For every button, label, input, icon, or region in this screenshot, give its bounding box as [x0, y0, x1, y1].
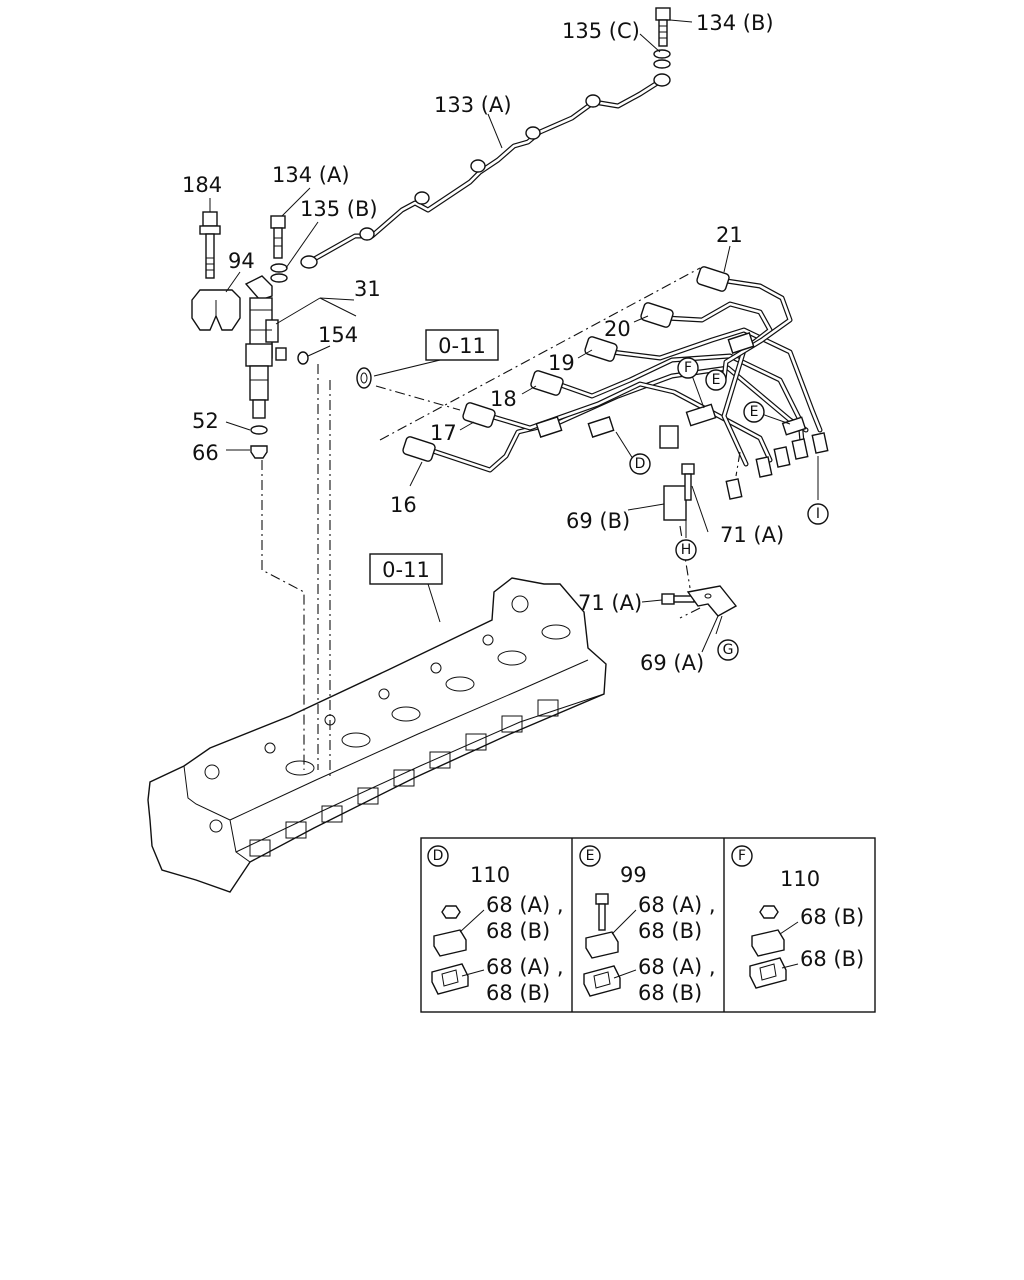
return-pipe-133a[interactable]: [300, 73, 671, 269]
detail-marker-f[interactable]: F: [677, 357, 699, 379]
bolt-71a-upper[interactable]: [681, 463, 695, 501]
svg-text:68 (B): 68 (B): [638, 981, 702, 1005]
bolt-99[interactable]: [595, 893, 609, 931]
pipe-nut-21[interactable]: [696, 266, 730, 292]
svg-text:110: 110: [470, 863, 510, 887]
label-134a: 134 (A): [272, 163, 350, 187]
label-20: 20: [604, 317, 631, 341]
injection-pipes[interactable]: [402, 266, 829, 521]
svg-text:68 (A) ,: 68 (A) ,: [486, 893, 564, 917]
label-154: 154: [318, 323, 358, 347]
bolt-134a[interactable]: [270, 215, 286, 259]
detail-marker-i[interactable]: I: [807, 503, 829, 525]
detail-marker-e-right[interactable]: E: [743, 401, 765, 423]
label-52: 52: [192, 409, 219, 433]
svg-text:68 (B): 68 (B): [800, 947, 864, 971]
pipe-nut-16[interactable]: [402, 436, 436, 462]
svg-text:68 (B): 68 (B): [638, 919, 702, 943]
svg-text:99: 99: [620, 863, 647, 887]
washer-135b[interactable]: [270, 263, 288, 283]
label-134b: 134 (B): [696, 11, 774, 35]
svg-text:68 (A) ,: 68 (A) ,: [486, 955, 564, 979]
svg-text:E: E: [586, 848, 595, 864]
label-135c: 135 (C): [562, 19, 640, 43]
washer-135c[interactable]: [653, 49, 671, 69]
label-94: 94: [228, 249, 255, 273]
ref-box-top[interactable]: 0-11: [425, 329, 499, 361]
bolt-184[interactable]: [199, 211, 221, 279]
seal-66[interactable]: [250, 445, 268, 459]
cylinder-head: [147, 577, 607, 893]
label-21: 21: [716, 223, 743, 247]
pipe-nut-17[interactable]: [462, 402, 496, 428]
svg-text:68 (A) ,: 68 (A) ,: [638, 893, 716, 917]
svg-text:110: 110: [780, 867, 820, 891]
ref-box-head[interactable]: 0-11: [369, 553, 443, 585]
label-71a-upper: 71 (A): [720, 523, 784, 547]
pipe-nut-19[interactable]: [584, 336, 618, 362]
label-69b: 69 (B): [566, 509, 630, 533]
detail-panels: D 110 68 (A) , 68 (B) 68 (A) , 68 (B) E …: [420, 837, 876, 1013]
clip-68-upper[interactable]: [433, 929, 467, 957]
o-ring-154[interactable]: [297, 351, 309, 365]
svg-text:68 (B): 68 (B): [800, 905, 864, 929]
svg-text:D: D: [635, 456, 646, 472]
bolt-134b[interactable]: [655, 7, 671, 47]
svg-text:G: G: [723, 642, 734, 658]
svg-text:E: E: [712, 372, 721, 388]
detail-marker-g[interactable]: G: [717, 639, 739, 661]
svg-text:I: I: [816, 506, 820, 522]
label-69a: 69 (A): [640, 651, 704, 675]
pipe-nut-18[interactable]: [530, 370, 564, 396]
detail-marker-e-top[interactable]: E: [705, 369, 727, 391]
svg-text:F: F: [684, 360, 692, 376]
bolt-71a-lower[interactable]: [661, 593, 695, 605]
clip-68b-lower[interactable]: [749, 957, 787, 989]
svg-text:F: F: [738, 848, 746, 864]
ref-box-head-label: 0-11: [382, 558, 430, 582]
detail-panel-d: D 110 68 (A) , 68 (B) 68 (A) , 68 (B): [427, 845, 564, 1005]
washer-52[interactable]: [250, 425, 268, 435]
label-133a: 133 (A): [434, 93, 512, 117]
svg-text:H: H: [681, 542, 692, 558]
clamp-94[interactable]: [191, 289, 241, 331]
label-18: 18: [490, 387, 517, 411]
bracket-69a[interactable]: [686, 585, 738, 617]
detail-marker-d[interactable]: D: [629, 453, 651, 475]
nut-110[interactable]: [441, 905, 461, 919]
clip-68-lower-e[interactable]: [583, 965, 621, 997]
label-71a-lower: 71 (A): [578, 591, 642, 615]
label-66: 66: [192, 441, 219, 465]
ref-box-top-label: 0-11: [438, 334, 486, 358]
svg-text:68 (B): 68 (B): [486, 981, 550, 1005]
label-31: 31: [354, 277, 381, 301]
detail-panel-f: F 110 68 (B) 68 (B): [731, 845, 864, 989]
clip-68-upper-e[interactable]: [585, 931, 619, 959]
label-135b: 135 (B): [300, 197, 378, 221]
pipe-nut-20[interactable]: [640, 302, 674, 328]
label-17: 17: [430, 421, 457, 445]
nut-110-f[interactable]: [759, 905, 779, 919]
svg-text:D: D: [433, 848, 444, 864]
detail-panel-e: E 99 68 (A) , 68 (B) 68 (A) , 68 (B): [579, 845, 716, 1005]
clip-68-lower[interactable]: [431, 963, 469, 995]
callout-labels: 184 94 134 (A) 135 (B) 31 154 52 66 135 …: [182, 11, 784, 675]
label-16: 16: [390, 493, 417, 517]
svg-text:E: E: [750, 404, 759, 420]
seal-ring[interactable]: [356, 367, 372, 389]
svg-text:68 (B): 68 (B): [486, 919, 550, 943]
svg-text:68 (A) ,: 68 (A) ,: [638, 955, 716, 979]
detail-marker-h[interactable]: H: [675, 539, 697, 561]
label-19: 19: [548, 351, 575, 375]
dashed-lines: [261, 267, 741, 780]
clip-68b-upper[interactable]: [751, 929, 785, 957]
label-184: 184: [182, 173, 222, 197]
injector-31[interactable]: [244, 275, 287, 419]
